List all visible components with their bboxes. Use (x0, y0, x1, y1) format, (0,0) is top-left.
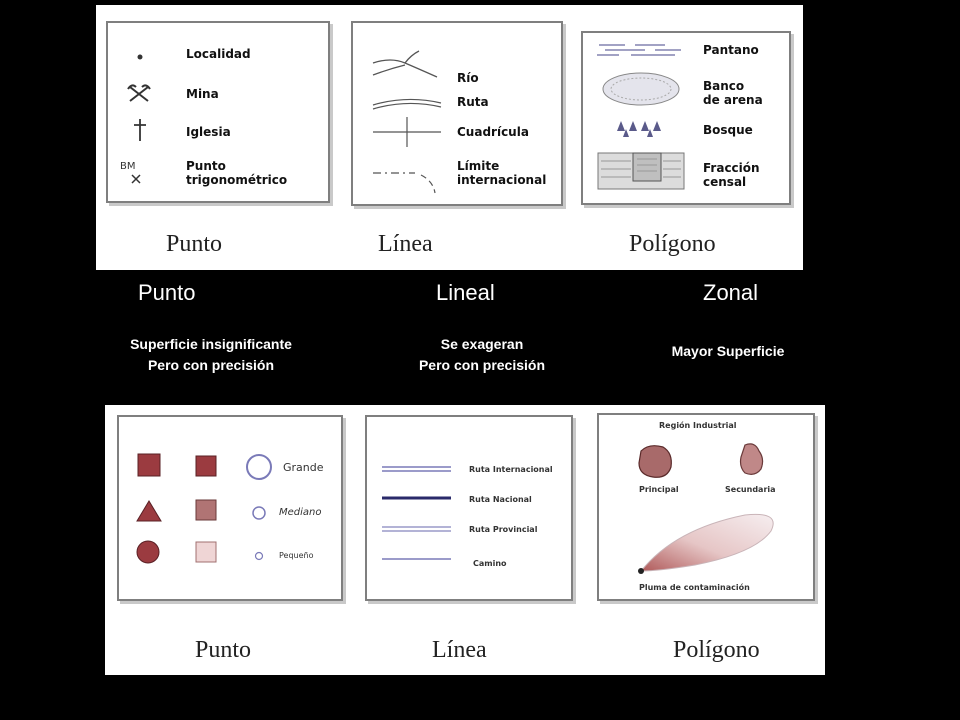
square-pink-icon (195, 499, 217, 521)
punto-trigonometrico-icon (131, 174, 141, 184)
label-iglesia: Iglesia (186, 125, 231, 139)
bottom-symbols-figure: Grande Mediano Pequeño Ruta Internaciona… (105, 405, 825, 675)
label-ruta-nacional: Ruta Nacional (469, 495, 532, 504)
bottom-punto-box: Grande Mediano Pequeño (117, 415, 343, 601)
desc-punto-line-2: Pero con precisión (147, 357, 275, 373)
label-mediano: Mediano (279, 507, 322, 518)
label-limite-1: Límite (457, 159, 500, 173)
bottom-poligono-box: Región Industrial Principal Secundaria P… (597, 413, 815, 601)
bottom-linea-box: Ruta Internacional Ruta Nacional Ruta Pr… (365, 415, 573, 601)
top-caption-poligono: Polígono (629, 231, 716, 257)
square-light-icon (195, 541, 217, 563)
circle-small-icon (254, 551, 264, 561)
label-cuadricula: Cuadrícula (457, 125, 529, 139)
label-region-industrial: Región Industrial (659, 421, 737, 430)
desc-punto: Superficie insignificante Pero con preci… (100, 334, 322, 376)
bm-label: BM (120, 161, 136, 172)
label-pequeno: Pequeño (279, 551, 314, 560)
square-medium-icon (195, 455, 217, 477)
ruta-internacional-icon (382, 466, 451, 472)
label-camino: Camino (473, 559, 507, 568)
bosque-icon (617, 121, 661, 137)
label-rio: Río (457, 71, 479, 85)
label-de-arena: de arena (703, 93, 763, 107)
fraccion-censal-icon (597, 152, 685, 190)
top-caption-punto: Punto (166, 231, 223, 257)
label-pantano: Pantano (703, 43, 759, 57)
label-banco: Banco (703, 79, 745, 93)
bottom-caption-poligono: Polígono (673, 637, 760, 663)
desc-lineal-line-1: Se exageran (440, 336, 524, 352)
desc-lineal: Se exageran Pero con precisión (390, 334, 574, 376)
pantano-icon (597, 44, 681, 56)
circle-large-icon (246, 454, 272, 480)
label-ruta-provincial: Ruta Provincial (469, 525, 538, 534)
label-fraccion: Fracción (703, 161, 760, 175)
iglesia-icon (134, 119, 146, 141)
heading-lineal: Lineal (436, 280, 495, 305)
top-caption-linea: Línea (378, 231, 433, 257)
ruta-provincial-icon (382, 526, 451, 532)
label-punto-trig-1: Punto (186, 159, 226, 173)
label-limite-2: internacional (457, 173, 547, 187)
label-censal: censal (703, 175, 747, 189)
top-linea-box: Río Ruta Cuadrícula Límite internacional (351, 21, 563, 206)
camino-icon (382, 558, 451, 560)
ruta-icon (372, 98, 442, 110)
desc-zonal: Mayor Superficie (640, 341, 816, 362)
top-punto-box: Localidad Mina Iglesia BM Punto trigonom… (106, 21, 330, 203)
secundaria-region-icon (739, 443, 764, 475)
square-large-icon (137, 453, 161, 477)
desc-zonal-line-1: Mayor Superficie (671, 343, 785, 359)
top-symbols-figure: Localidad Mina Iglesia BM Punto trigonom… (96, 5, 803, 270)
bottom-caption-punto: Punto (195, 637, 252, 663)
circle-medium-icon (252, 506, 266, 520)
desc-punto-line-1: Superficie insignificante (130, 336, 292, 352)
localidad-icon (137, 54, 143, 60)
label-bosque: Bosque (703, 123, 753, 137)
banco-arena-icon (602, 72, 680, 106)
top-poligono-box: Pantano Banco de arena Bosque Fracción c… (581, 31, 791, 205)
ruta-nacional-icon (382, 496, 451, 500)
label-grande: Grande (283, 461, 324, 474)
label-ruta-internacional: Ruta Internacional (469, 465, 553, 474)
heading-zonal: Zonal (703, 280, 759, 305)
heading-punto: Punto (138, 280, 196, 305)
label-mina: Mina (186, 87, 219, 101)
label-secundaria: Secundaria (725, 485, 776, 494)
triangle-icon (136, 500, 162, 522)
label-ruta: Ruta (457, 95, 489, 109)
mina-icon (127, 84, 151, 102)
label-principal: Principal (639, 485, 679, 494)
limite-internacional-icon (373, 172, 436, 194)
label-localidad: Localidad (186, 47, 251, 61)
cuadricula-icon (373, 117, 441, 147)
pluma-contaminacion-icon (638, 513, 774, 574)
principal-region-icon (638, 445, 672, 478)
desc-lineal-line-2: Pero con precisión (418, 357, 546, 373)
label-punto-trig-2: trigonométrico (186, 173, 288, 187)
rio-icon (372, 50, 438, 78)
label-pluma: Pluma de contaminación (639, 583, 750, 592)
circle-red-icon (136, 540, 160, 564)
bottom-caption-linea: Línea (432, 637, 487, 663)
